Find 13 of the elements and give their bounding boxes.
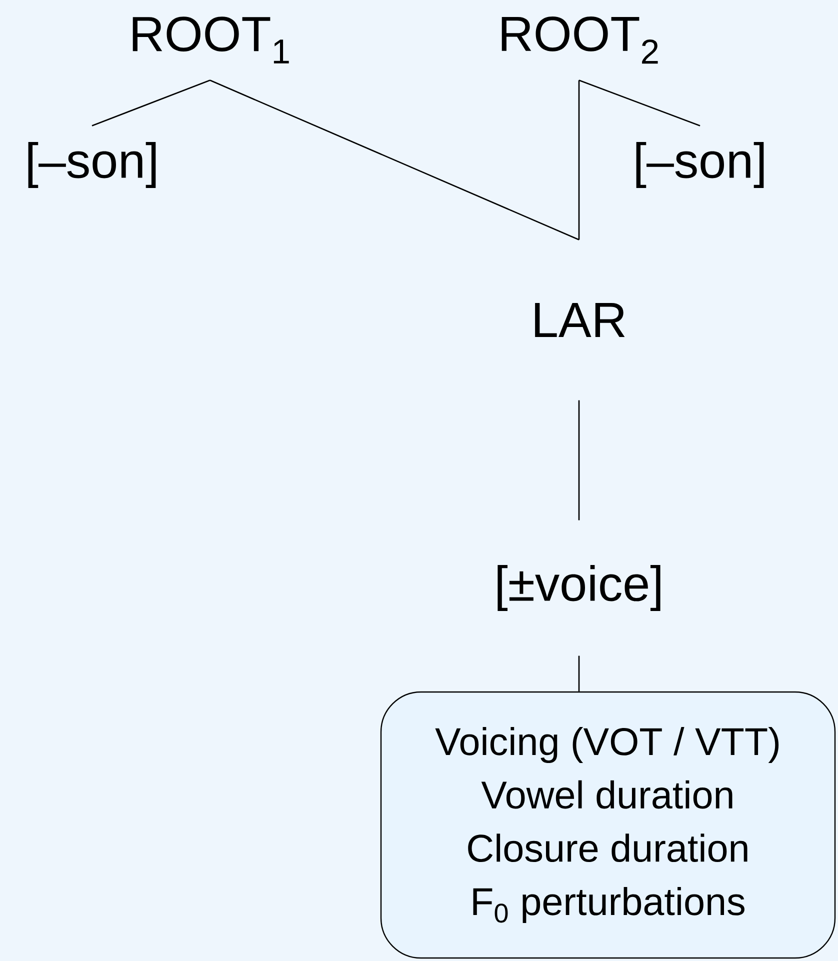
node-label: ROOT$_{2}$ xyxy=(502,16,658,64)
node-label: [–son] xyxy=(28,142,156,188)
node-label: [±voice] xyxy=(498,565,660,611)
tree-line xyxy=(210,80,580,240)
node-label: ROOT$_{1}$ xyxy=(132,16,289,64)
node-label: LAR xyxy=(535,303,625,337)
tree-line xyxy=(92,80,210,126)
tree-line xyxy=(578,80,580,240)
tree-line xyxy=(578,656,580,692)
tree-line xyxy=(578,400,580,520)
node-label: [–son] xyxy=(636,142,764,188)
rounded-box: Voicing (VOT / VTT) Vowel duration Closure duration F$_{0}$ perturbations xyxy=(380,691,836,959)
tree-line xyxy=(578,80,700,126)
